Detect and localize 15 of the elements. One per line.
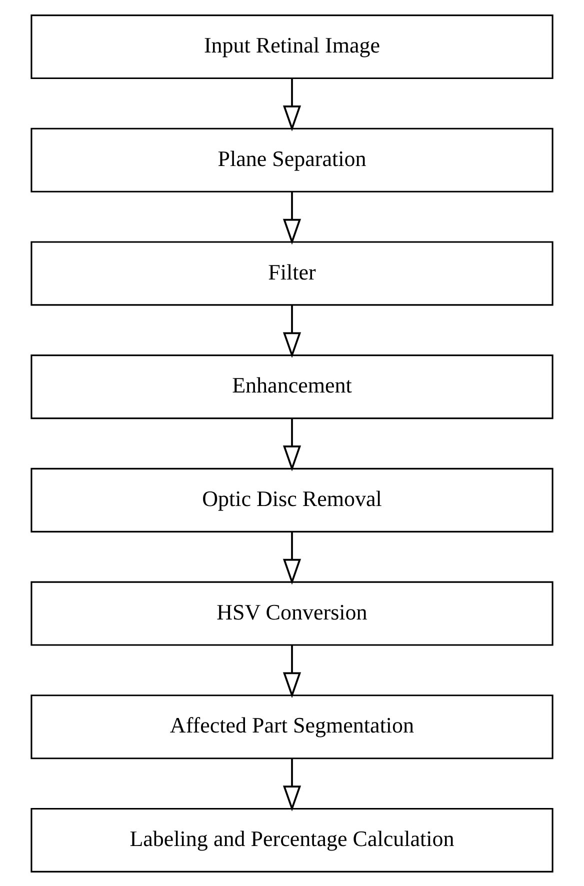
node-box: HSV Conversion [30, 580, 554, 646]
arrow [282, 78, 302, 131]
arrow [282, 758, 302, 811]
node-box: Plane Separation [30, 127, 554, 192]
arrow [282, 304, 302, 358]
node-box: Input Retinal Image [30, 14, 554, 79]
node-box: Filter [30, 240, 554, 306]
arrow [282, 644, 302, 698]
node-box: Affected Part Segmentation [30, 694, 554, 759]
arrow [282, 531, 302, 584]
arrow [282, 418, 302, 471]
node-box: Labeling and Percentage Calculation [30, 807, 554, 872]
node-box: Enhancement [30, 354, 554, 419]
node-box: Optic Disc Removal [30, 467, 554, 532]
arrow [282, 191, 302, 244]
